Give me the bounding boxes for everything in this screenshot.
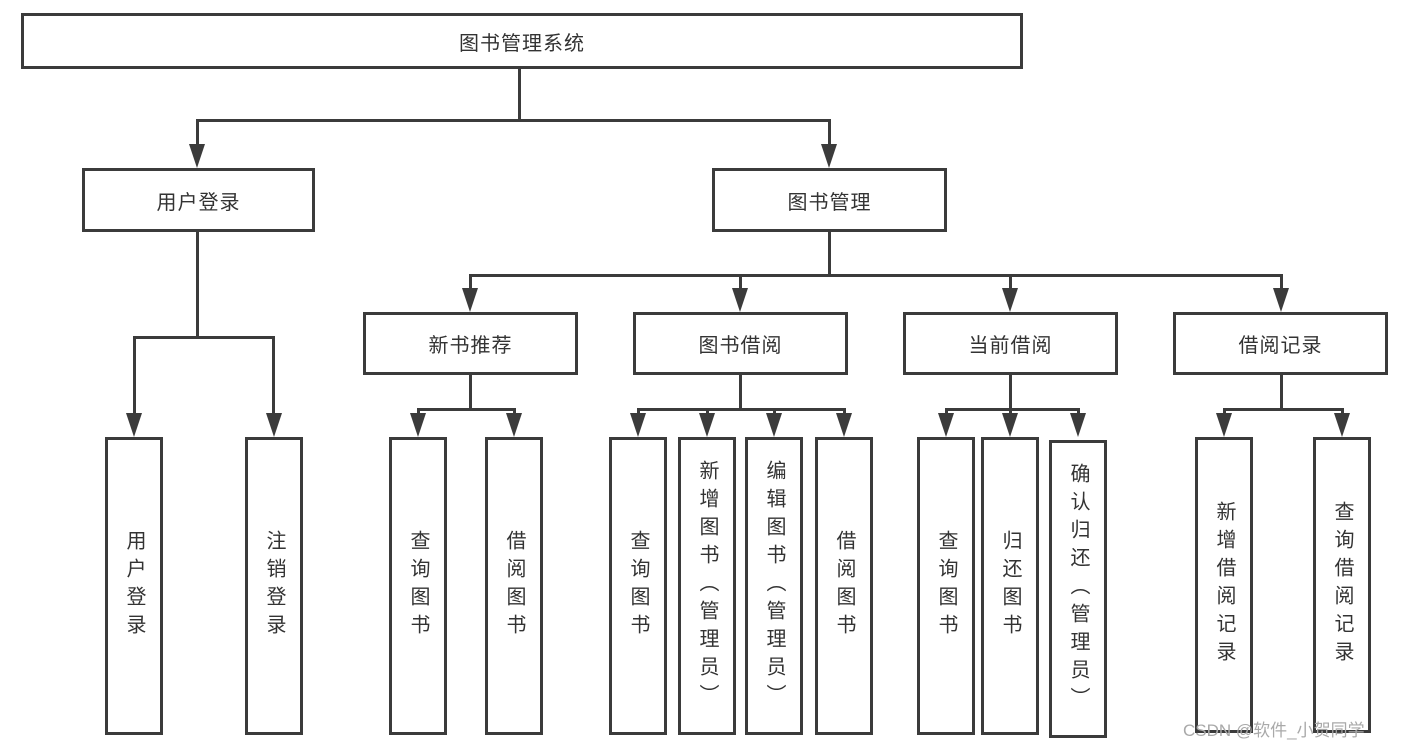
connector-line (196, 119, 831, 122)
leaf-query-borrowing-record: 查询借阅记录 (1313, 437, 1371, 733)
connector-line (469, 375, 472, 411)
connector-line (469, 274, 1283, 277)
connector-line (417, 408, 516, 411)
arrow-down-icon (630, 413, 646, 437)
connector-line (828, 232, 831, 274)
leaf-logout: 注销登录 (245, 437, 303, 735)
leaf-query-books-recommend: 查询图书 (389, 437, 447, 735)
connector-line (417, 408, 420, 415)
arrow-down-icon (1002, 288, 1018, 312)
arrow-down-icon (732, 288, 748, 312)
connector-line (739, 375, 742, 411)
connector-line (469, 274, 472, 290)
leaf-borrow-books-recommend: 借阅图书 (485, 437, 543, 735)
connector-line (1009, 274, 1012, 290)
node-new-book-recommendation: 新书推荐 (363, 312, 578, 375)
leaf-user-login: 用户登录 (105, 437, 163, 735)
arrow-down-icon (1216, 413, 1232, 437)
csdn-watermark: CSDN @软件_小贺同学 (1183, 721, 1365, 740)
connector-line (272, 336, 275, 415)
node-book-borrowing: 图书借阅 (633, 312, 848, 375)
leaf-add-borrowing-record: 新增借阅记录 (1195, 437, 1253, 733)
connector-line (1223, 408, 1344, 411)
arrow-down-icon (821, 144, 837, 168)
arrow-down-icon (1002, 413, 1018, 437)
connector-line (945, 408, 948, 415)
connector-line (843, 408, 846, 415)
arrow-down-icon (938, 413, 954, 437)
connector-line (1009, 408, 1012, 415)
connector-line (739, 274, 742, 290)
connector-line (133, 336, 275, 339)
connector-line (706, 408, 709, 415)
arrow-down-icon (1334, 413, 1350, 437)
connector-line (513, 408, 516, 415)
leaf-add-books-admin: 新增图书（管理员） (678, 437, 736, 735)
connector-line (1280, 274, 1283, 290)
node-library-management-system: 图书管理系统 (21, 13, 1023, 69)
arrow-down-icon (266, 413, 282, 437)
arrow-down-icon (1070, 413, 1086, 437)
connector-line (196, 119, 199, 146)
connector-line (637, 408, 640, 415)
leaf-return-books: 归还图书 (981, 437, 1039, 735)
connector-line (1341, 408, 1344, 415)
connector-line (1009, 375, 1012, 411)
connector-line (1280, 375, 1283, 411)
node-current-borrowing: 当前借阅 (903, 312, 1118, 375)
connector-line (828, 119, 831, 146)
connector-line (637, 408, 846, 411)
node-borrowing-records: 借阅记录 (1173, 312, 1388, 375)
leaf-query-books-current: 查询图书 (917, 437, 975, 735)
connector-line (773, 408, 776, 415)
connector-line (1077, 408, 1080, 415)
node-user-login: 用户登录 (82, 168, 315, 232)
leaf-edit-books-admin: 编辑图书（管理员） (745, 437, 803, 735)
arrow-down-icon (126, 413, 142, 437)
arrow-down-icon (462, 288, 478, 312)
leaf-query-books-borrowing: 查询图书 (609, 437, 667, 735)
connector-line (518, 69, 521, 119)
leaf-borrow-books: 借阅图书 (815, 437, 873, 735)
leaf-confirm-return-admin: 确认归还（管理员） (1049, 440, 1107, 738)
connector-line (133, 336, 136, 415)
node-book-management: 图书管理 (712, 168, 947, 232)
connector-line (196, 232, 199, 336)
arrow-down-icon (410, 413, 426, 437)
connector-line (1223, 408, 1226, 415)
arrow-down-icon (766, 413, 782, 437)
arrow-down-icon (506, 413, 522, 437)
arrow-down-icon (1273, 288, 1289, 312)
arrow-down-icon (189, 144, 205, 168)
arrow-down-icon (836, 413, 852, 437)
arrow-down-icon (699, 413, 715, 437)
connector-line (945, 408, 1080, 411)
